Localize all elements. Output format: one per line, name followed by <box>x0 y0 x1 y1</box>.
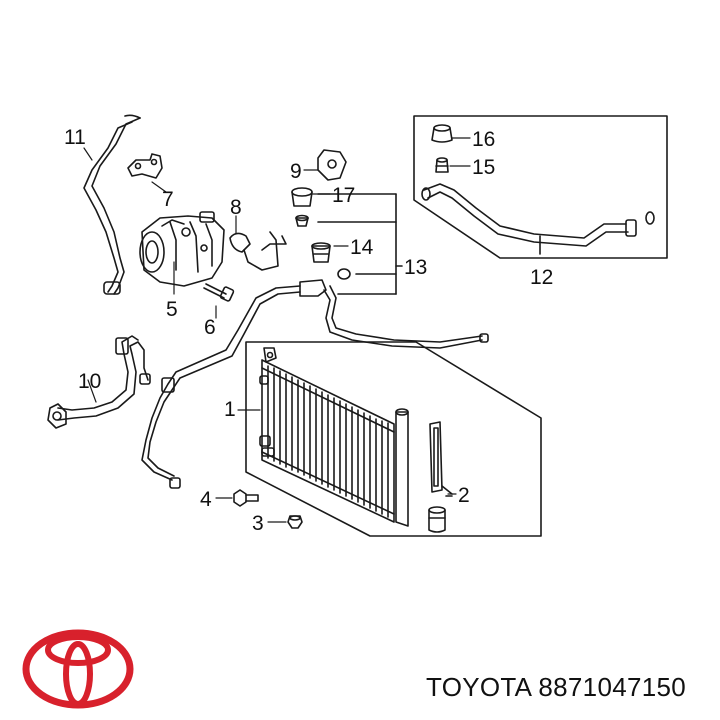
callout-7: 7 <box>162 188 174 211</box>
o-ring-part <box>337 268 351 280</box>
callout-6: 6 <box>204 316 216 339</box>
callout-1: 1 <box>224 398 236 421</box>
fitting-small-part <box>295 214 309 227</box>
hose-fitting-part <box>229 231 287 271</box>
suction-hose-part <box>47 335 151 429</box>
callout-15: 15 <box>472 156 495 179</box>
condenser-part <box>259 347 409 527</box>
callout-8: 8 <box>230 196 242 219</box>
bolt-part <box>203 283 235 302</box>
callout-5: 5 <box>166 298 178 321</box>
callout-9: 9 <box>290 160 302 183</box>
callout-labels: 1 2 3 4 5 6 7 8 9 10 11 12 13 14 15 16 1… <box>64 126 553 535</box>
condenser-frame <box>245 341 542 537</box>
leader-lines <box>83 137 471 523</box>
inset-frame <box>413 115 668 259</box>
callout-13: 13 <box>404 256 427 279</box>
callout-17: 17 <box>332 184 355 207</box>
dryer-cap-part <box>428 495 453 533</box>
callout-13-bracket <box>317 193 403 295</box>
pressure-switch-part <box>317 149 347 181</box>
pipe-12-part <box>421 183 655 255</box>
liquid-line-part <box>141 279 489 489</box>
callout-16: 16 <box>472 128 495 151</box>
bolt-4-part <box>233 489 259 507</box>
callout-14: 14 <box>350 236 374 259</box>
callout-3: 3 <box>252 512 264 535</box>
callout-11: 11 <box>64 126 86 149</box>
valve-15-part <box>435 157 449 173</box>
callout-4: 4 <box>200 488 212 511</box>
cushion-part <box>287 515 303 529</box>
callout-10: 10 <box>78 370 101 393</box>
bracket-part <box>127 153 163 179</box>
callout-12: 12 <box>530 266 553 289</box>
fitting-17-part <box>291 187 313 207</box>
fitting-14-part <box>311 242 331 263</box>
compressor-part <box>139 211 225 287</box>
dryer-filter-part <box>429 421 453 495</box>
callout-2: 2 <box>458 484 470 507</box>
discharge-hose-part <box>83 114 141 295</box>
cap-16-part <box>431 124 453 143</box>
part-number-caption: TOYOTA 8871047150 <box>426 672 686 702</box>
toyota-logo-icon <box>22 629 134 709</box>
